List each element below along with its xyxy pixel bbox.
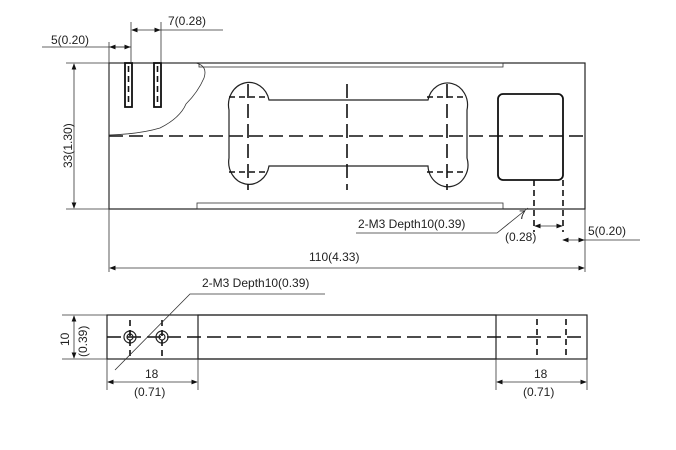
section-hatch [108, 62, 206, 136]
side-thread-note: 2-M3 Depth10(0.39) [202, 276, 309, 290]
dim-slot-pitch: 7(0.28) [168, 14, 206, 28]
top-thread-note: 2-M3 Depth10(0.39) [358, 217, 465, 231]
top-thread-leader [356, 207, 529, 234]
side-view: 2-M3 Depth10(0.39) 10 (0.39) 18 (0.71) 1… [58, 276, 588, 399]
side-hole-1 [123, 320, 137, 356]
top-view: 5(0.20) 7(0.28) 33(1.30) 110(4.33) 2-M3 … [42, 14, 640, 272]
dim-thickness-in: (0.39) [76, 326, 90, 357]
dim-right-in: (0.71) [523, 385, 554, 399]
dim-left-mm: 18 [145, 367, 159, 381]
side-hole-2 [155, 320, 169, 356]
threaded-hole-2 [153, 62, 162, 108]
dim-right-mm: 18 [534, 367, 548, 381]
dim-right-pitch-in: (0.28) [505, 230, 536, 244]
side-thread-leader [114, 293, 325, 371]
top-strip [198, 62, 504, 68]
dim-height: 33(1.30) [61, 123, 75, 168]
dim-thickness-mm: 10 [58, 332, 72, 346]
mounting-pad [497, 93, 564, 181]
dim-right-pitch-mm: 7 [519, 208, 526, 222]
dim-right-offset: 5(0.20) [588, 224, 626, 238]
dim-length: 110(4.33) [309, 250, 359, 264]
threaded-hole-1 [124, 62, 133, 108]
dim-left-in: (0.71) [134, 385, 165, 399]
bottom-strip [196, 202, 504, 210]
dim-left-offset: 5(0.20) [51, 33, 89, 47]
strain-cutout [227, 81, 469, 188]
